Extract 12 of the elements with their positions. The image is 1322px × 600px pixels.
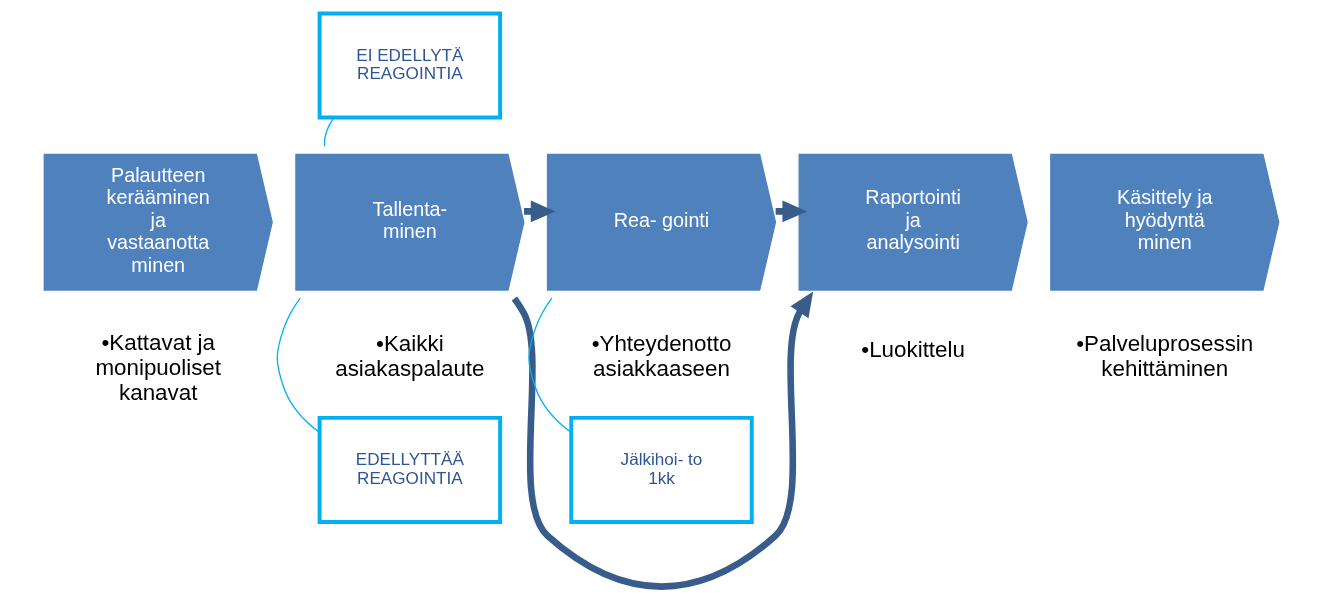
node-box: EI EDELLYTÄ REAGOINTIA (317, 11, 502, 120)
node-label: •Luokittelu (860, 336, 965, 362)
node-box: Jälkihoi- to 1kk (568, 415, 754, 524)
node-box: EDELLYTTÄÄ REAGOINTIA (317, 415, 502, 524)
connector (323, 117, 334, 147)
connector (276, 297, 320, 433)
node-label: •Kattavat ja monipuoliset kanavat (94, 330, 221, 406)
node-label: •Palveluprosessin kehittäminen (1075, 330, 1253, 381)
node-label: •Kaikki asiakaspalaute (334, 330, 485, 381)
arrow (511, 291, 813, 590)
node-label: •Yhteydenotto asiakkaaseen (591, 330, 731, 381)
connector (527, 297, 572, 433)
